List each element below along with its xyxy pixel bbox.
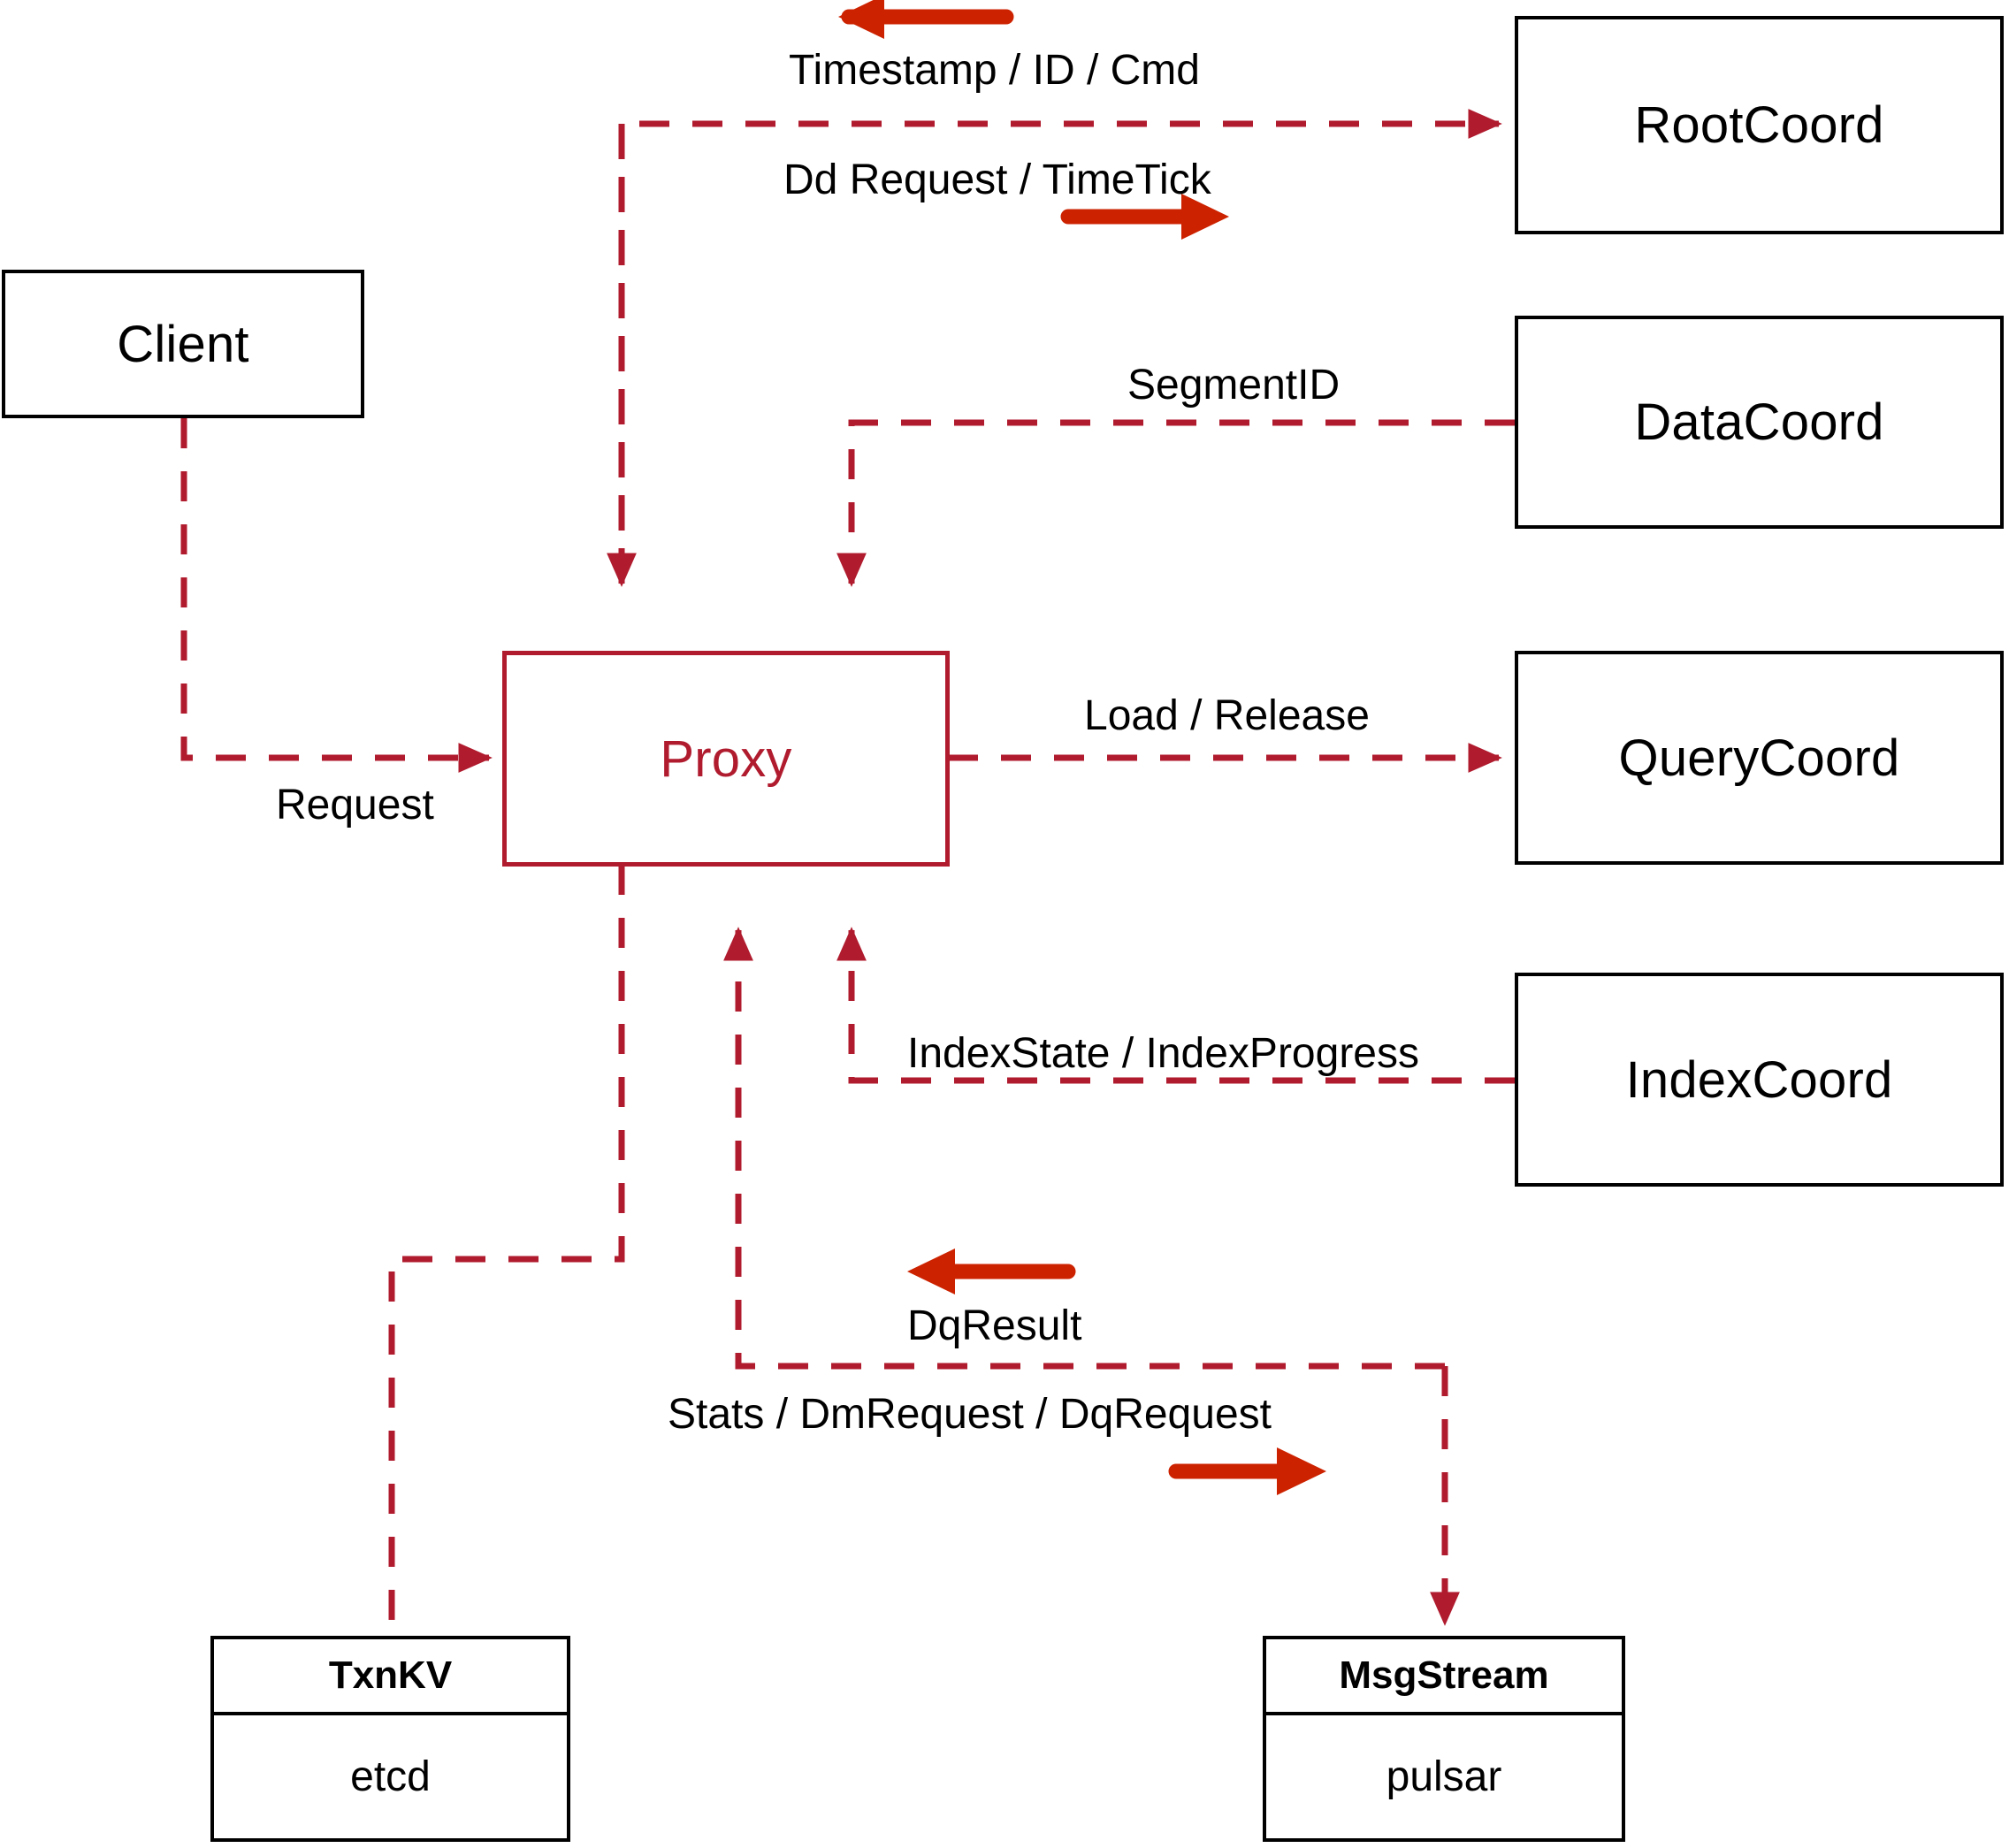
dq-result-arrow bbox=[907, 1249, 1076, 1294]
node-txnkv-title: TxnKV bbox=[214, 1639, 567, 1715]
stats-dm-dq-arrow bbox=[1168, 1447, 1326, 1495]
timestamp-id-cmd-arrow bbox=[838, 0, 1014, 39]
edge-label-stats-dm-dq: Stats / DmRequest / DqRequest bbox=[668, 1391, 1272, 1438]
node-rootcoord-label: RootCoord bbox=[1634, 96, 1884, 154]
node-proxy[interactable]: Proxy bbox=[502, 651, 950, 867]
wire-datacoord-to-proxy bbox=[836, 419, 1515, 587]
edge-label-load-release: Load / Release bbox=[1084, 692, 1370, 739]
node-msgstream[interactable]: MsgStream pulsar bbox=[1263, 1636, 1625, 1842]
edge-label-segment-id: SegmentID bbox=[1127, 362, 1341, 409]
edge-label-timestamp-id-cmd: Timestamp / ID / Cmd bbox=[789, 47, 1200, 94]
wire-msgstream-to-proxy bbox=[723, 927, 1445, 1370]
node-msgstream-title: MsgStream bbox=[1266, 1639, 1622, 1715]
wire-indexcoord-to-proxy bbox=[836, 927, 1515, 1084]
edge-label-index-state-progress: IndexState / IndexProgress bbox=[907, 1030, 1419, 1077]
dd-request-timetick-arrow bbox=[1060, 194, 1229, 240]
node-proxy-label: Proxy bbox=[660, 729, 792, 788]
node-querycoord-label: QueryCoord bbox=[1618, 729, 1900, 787]
node-client-label: Client bbox=[117, 315, 249, 373]
node-client[interactable]: Client bbox=[2, 270, 364, 418]
node-datacoord-label: DataCoord bbox=[1634, 393, 1884, 451]
wire-proxy-to-rootcoord bbox=[607, 109, 1502, 587]
node-indexcoord-label: IndexCoord bbox=[1625, 1050, 1893, 1109]
node-txnkv-impl: etcd bbox=[350, 1753, 431, 1800]
wire-proxy-to-txnkv bbox=[388, 865, 625, 1636]
node-querycoord[interactable]: QueryCoord bbox=[1515, 651, 2004, 865]
node-indexcoord[interactable]: IndexCoord bbox=[1515, 973, 2004, 1187]
edge-label-request: Request bbox=[276, 782, 434, 829]
wire-client-to-proxy bbox=[180, 418, 493, 773]
edge-label-dq-result: DqResult bbox=[907, 1302, 1082, 1349]
node-msgstream-impl: pulsar bbox=[1386, 1753, 1502, 1800]
node-rootcoord[interactable]: RootCoord bbox=[1515, 16, 2004, 234]
edge-label-dd-request-timetick: Dd Request / TimeTick bbox=[783, 157, 1211, 203]
node-datacoord[interactable]: DataCoord bbox=[1515, 316, 2004, 529]
node-txnkv[interactable]: TxnKV etcd bbox=[210, 1636, 570, 1842]
